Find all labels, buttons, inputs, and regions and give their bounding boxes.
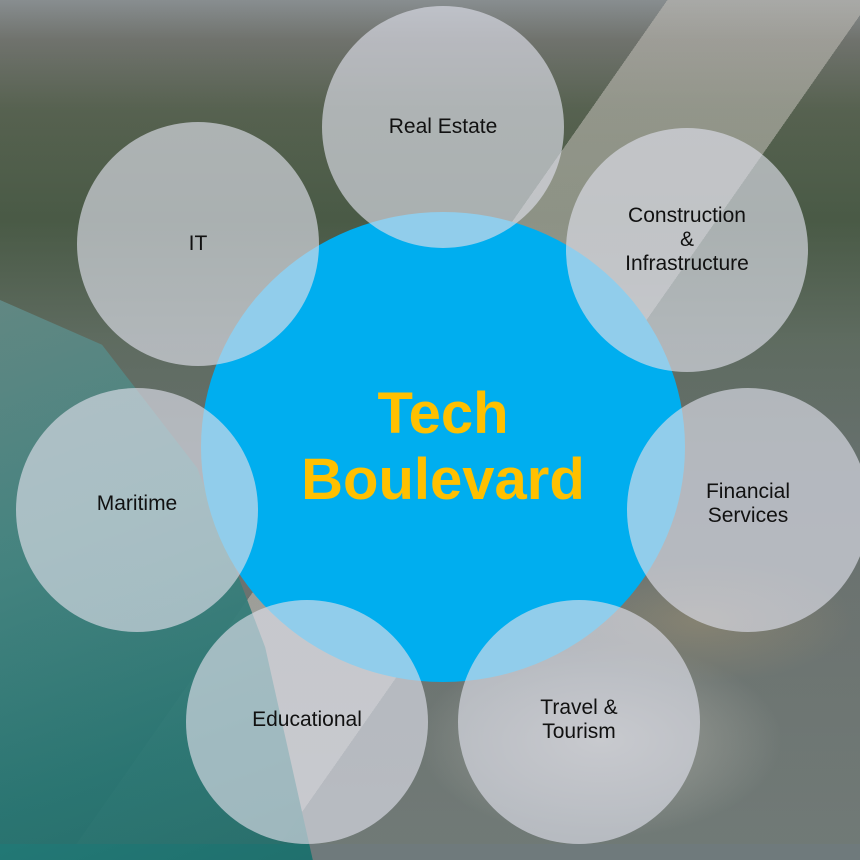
node-label: & xyxy=(679,228,694,251)
node-label: IT xyxy=(188,232,208,255)
node-label: Travel & xyxy=(540,696,618,719)
node-real-estate: Real Estate xyxy=(322,6,564,248)
node-financial-services: Financial Services xyxy=(627,388,860,632)
node-label: Real Estate xyxy=(388,115,498,138)
node-label: Financial xyxy=(705,480,791,503)
node-educational: Educational xyxy=(186,600,428,844)
node-it: IT xyxy=(77,122,319,366)
node-label: Infrastructure xyxy=(625,252,749,275)
node-maritime: Maritime xyxy=(16,388,258,632)
node-label: Services xyxy=(707,504,789,527)
node-travel-tourism: Travel & Tourism xyxy=(458,600,700,844)
center-title-line-2: Boulevard xyxy=(301,447,585,512)
center-title-line-1: Tech xyxy=(377,381,509,446)
node-label: Construction xyxy=(628,204,746,227)
node-label: Maritime xyxy=(96,492,178,515)
node-label: Tourism xyxy=(542,720,616,743)
node-label: Educational xyxy=(252,708,362,731)
node-construction-infrastructure: Construction & Infrastructure xyxy=(566,128,808,372)
